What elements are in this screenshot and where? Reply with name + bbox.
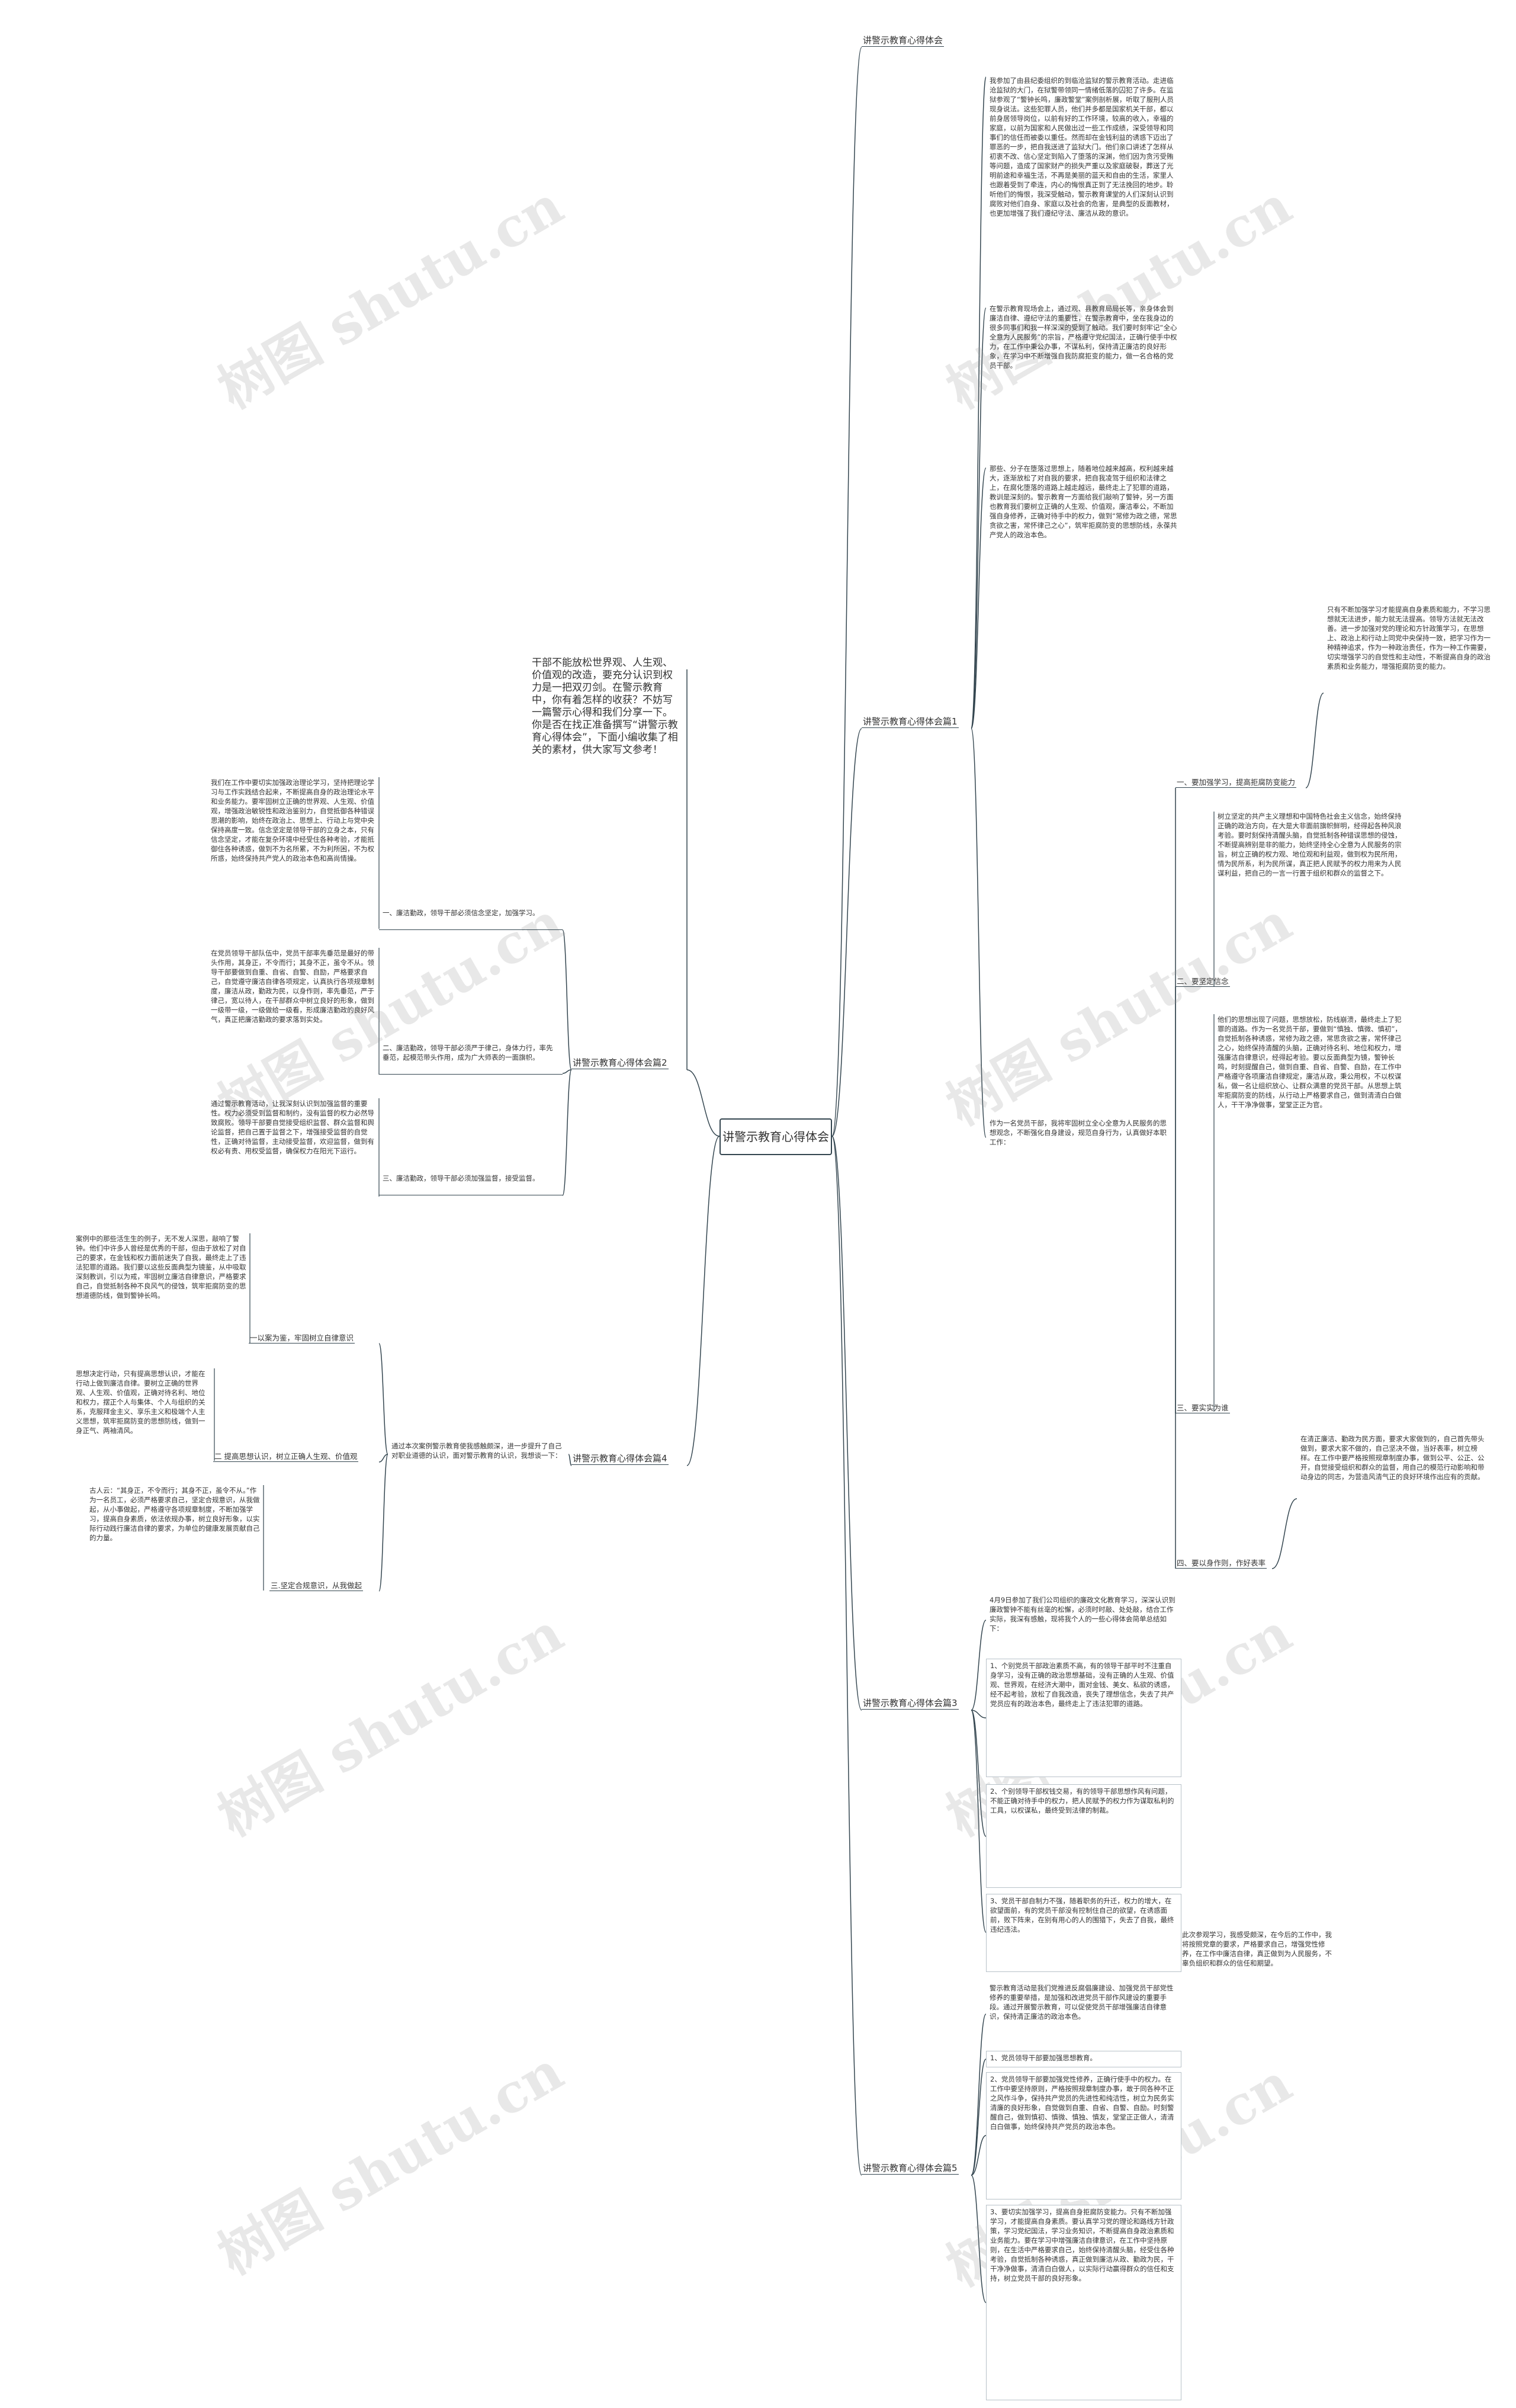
paragraph-5-0: 警示教育活动是我们党推进反腐倡廉建设、加强党员干部党性修养的重要举措，是加强和改… xyxy=(990,1984,1174,2021)
sub-text-2-1: 在党员领导干部队伍中，党员干部率先垂范是最好的带头作用，其身正，不令而行；其身不… xyxy=(211,949,374,1024)
branch-title-1[interactable]: 讲警示教育心得体会篇1 xyxy=(862,716,959,728)
link-hub3-s2 xyxy=(378,1454,388,1592)
link-b5-p2 xyxy=(971,2135,987,2176)
paragraph-5-1: 1、党员领导干部要加强思想教育。 xyxy=(986,2051,1181,2067)
sub-text-1-3: 在清正廉洁、勤政为民方面，要求大家做到的，自己首先带头做到，要求大家不做的，自己… xyxy=(1300,1435,1485,1481)
link-b5-p0 xyxy=(971,2013,987,2176)
link-b1-p0 xyxy=(971,76,987,729)
link-b3-hub xyxy=(568,1454,572,1466)
link-b1-p1 xyxy=(971,307,987,729)
link-b2-s2 xyxy=(562,1069,572,1196)
paragraph-4-1: 1、个别党员干部政治素质不高，有的领导干部平时不注重自身学习，没有正确的政治思想… xyxy=(986,1659,1181,1777)
link-root-branch4 xyxy=(831,1136,862,1711)
link-b2-s0 xyxy=(562,929,572,1070)
hub-1: 作为一名党员干部，我将牢固树立全心全意为人民服务的思想观念，不断强化自身建设，规… xyxy=(990,1119,1167,1146)
branch-title-3[interactable]: 讲警示教育心得体会篇4 xyxy=(571,1453,669,1465)
link-b1-hub xyxy=(971,728,987,1138)
sub-label-3-2[interactable]: 三.坚定合规意识，从我做起 xyxy=(269,1581,363,1591)
link-root-branch3 xyxy=(686,1136,720,1466)
link-b5-p3 xyxy=(971,2175,987,2303)
link-root-branch0 xyxy=(831,47,862,1137)
sub-label-1-0[interactable]: 一、要加强学习，提高拒腐防变能力 xyxy=(1175,778,1297,788)
branch-title-4[interactable]: 讲警示教育心得体会篇3 xyxy=(862,1698,959,1710)
hub-3: 通过本次案例警示教育使我感触颇深，进一步提升了自己对职业道德的认识，面对警示教育… xyxy=(391,1442,562,1460)
link-b4-p0 xyxy=(971,1620,987,1711)
link-b4-p2 xyxy=(971,1710,987,1837)
sub-text-2-0: 我们在工作中要切实加强政治理论学习，坚持把理论学习与工作实践结合起来，不断提高自… xyxy=(211,778,374,862)
paragraph-5-3: 3、要切实加强学习，提高自身拒腐防变能力。只有不断加强学习，才能提高自身素质。要… xyxy=(986,2205,1181,2400)
sub-label-2-1[interactable]: 二、廉洁勤政，领导干部必须严于律己，身体力行，率先垂范，起模范带头作用，成为广大… xyxy=(379,1041,563,1075)
branch-title-2[interactable]: 讲警示教育心得体会篇2 xyxy=(571,1057,669,1069)
link-b1-p2 xyxy=(971,467,987,729)
sub-text-4-0: 此次参观学习，我感受颇深，在今后的工作中，我将按照党章的要求，严格要求自己，增强… xyxy=(1182,1931,1332,1967)
sub-label-1-1[interactable]: 二、要坚定信念 xyxy=(1175,977,1230,987)
root-node[interactable]: 讲警示教育心得体会 xyxy=(720,1118,832,1155)
link-hub3-s0 xyxy=(378,1343,388,1455)
paragraph-4-2: 2、个别领导干部权钱交易，有的领导干部思想作风有问题，不能正确对待手中的权力，把… xyxy=(986,1784,1181,1888)
sub-label-2-2[interactable]: 三、廉洁勤政，领导干部必须加强监督，接受监督。 xyxy=(379,1172,563,1195)
paragraph-4-0: 4月9日参加了我们公司组织的廉政文化教育学习，深深认识到廉政警钟不能有丝毫的松懈… xyxy=(990,1596,1175,1633)
paragraph-1-1: 在警示教育现场会上，通过观、县教育局局长等，亲身体会到廉洁自律、遵纪守法的重要性… xyxy=(990,304,1177,370)
sub-text-3-1: 思想决定行动，只有提高思想认识，才能在行动上做到廉洁自律。要树立正确的世界观、人… xyxy=(76,1370,205,1435)
sub-label-3-0[interactable]: 一以案为鉴，牢固树立自律意识 xyxy=(249,1333,355,1344)
sub-label-1-3[interactable]: 四、要以身作则，作好表率 xyxy=(1175,1559,1267,1569)
link-hub3-s1 xyxy=(378,1454,388,1463)
paragraph-1-2: 那些、分子在堕落过思想上，随着地位越来越高，权利越来越大，逐渐放松了对自我的要求… xyxy=(990,464,1177,539)
link-b4-p3 xyxy=(971,1710,987,1933)
link-b2-s1 xyxy=(562,1069,572,1074)
link-b5-p1 xyxy=(971,2058,987,2176)
sub-text-3-0: 案例中的那些活生生的例子，无不发人深思，敲响了警钟。他们中许多人曾经是优秀的干部… xyxy=(76,1235,246,1300)
link-s0-text xyxy=(1305,692,1324,788)
sub-label-1-2[interactable]: 三、要实实为谁 xyxy=(1175,1403,1230,1413)
sub-label-3-1[interactable]: 二 提高思想认识，树立正确人生观、价值观 xyxy=(213,1452,359,1462)
link-root-branch2 xyxy=(686,1069,720,1137)
paragraph-5-2: 2、党员领导干部要加强党性修养，正确行使手中的权力。在工作中要坚持原则，严格按照… xyxy=(986,2072,1181,2199)
sub-text-3-2: 古人云：“其身正，不令而行；其身不正，虽令不从。”作为一名员工，必须严格要求自己… xyxy=(89,1486,260,1542)
branch-title-5[interactable]: 讲警示教育心得体会篇5 xyxy=(862,2163,959,2175)
paragraph-1-0: 我参加了由县纪委组织的到临沧监狱的警示教育活动。走进临沧监狱的大门，在狱警带领同… xyxy=(990,76,1174,217)
intro-text: 干部不能放松世界观、人生观、价值观的改造，要充分认识到权力是一把双刃剑。在警示教… xyxy=(532,657,678,756)
sub-label-2-0[interactable]: 一、廉洁勤政，领导干部必须信念坚定，加强学习。 xyxy=(379,906,563,930)
sub-text-1-2: 他们的思想出现了问题，思想放松，防线崩溃，最终走上了犯罪的道路。作为一名党员干部… xyxy=(1218,1015,1402,1109)
sub-text-1-1: 树立坚定的共产主义理想和中国特色社会主义信念，始终保持正确的政治方向，在大是大非… xyxy=(1218,812,1402,877)
sub-text-1-0: 只有不断加强学习才能提高自身素质和能力，不学习思想就无法进步，能力就无法提高。领… xyxy=(1327,605,1491,671)
paragraph-4-3: 3、党员干部自制力不强，随着职务的升迁，权力的增大，在欲望面前，有的党员干部没有… xyxy=(986,1894,1181,1972)
link-root-branch1 xyxy=(831,728,862,1137)
sub-text-2-2: 通过警示教育活动，让我深刻认识到加强监督的重要性。权力必须受到监督和制约，没有监… xyxy=(211,1099,374,1155)
link-root-branch5 xyxy=(831,1136,862,2176)
branch-title-0[interactable]: 讲警示教育心得体会 xyxy=(862,35,945,47)
link-b4-p1 xyxy=(971,1710,987,1718)
link-s3-text xyxy=(1271,1498,1297,1569)
